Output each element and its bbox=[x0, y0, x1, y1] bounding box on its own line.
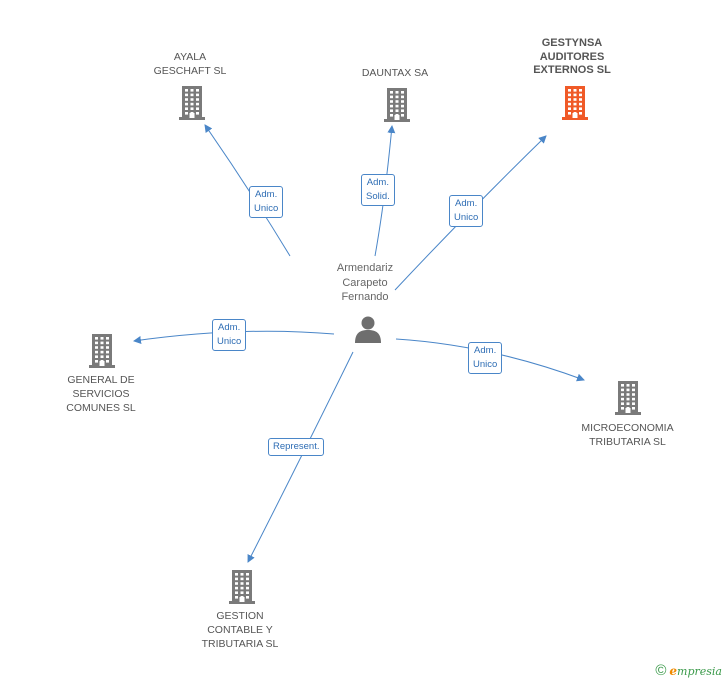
building-icon-gestion[interactable] bbox=[227, 570, 257, 604]
copyright-symbol: © bbox=[655, 662, 667, 679]
edge-label-ayala: Adm. Unico bbox=[249, 186, 284, 218]
edge-line-ayala bbox=[204, 124, 291, 257]
brand-logo-text: mpresia bbox=[677, 665, 722, 678]
building-icon-general[interactable] bbox=[87, 334, 117, 368]
person-icon[interactable] bbox=[353, 314, 383, 344]
building-icon-dauntax[interactable] bbox=[382, 88, 412, 122]
building-icon-gestynsa[interactable] bbox=[560, 86, 590, 120]
brand-logo-initial: e bbox=[669, 664, 678, 678]
company-label-general[interactable]: GENERAL DE SERVICIOS COMUNES SL bbox=[66, 374, 136, 414]
person-name-label[interactable]: Armendariz Carapeto Fernando bbox=[336, 262, 394, 303]
edge-label-gestynsa: Adm. Unico bbox=[449, 195, 484, 227]
company-label-gestynsa[interactable]: GESTYNSA AUDITORES EXTERNOS SL bbox=[533, 37, 611, 76]
edge-label-micro: Adm. Unico bbox=[468, 342, 503, 374]
company-label-dauntax[interactable]: DAUNTAX SA bbox=[361, 67, 429, 79]
building-icon-micro[interactable] bbox=[613, 381, 643, 415]
company-label-gestion[interactable]: GESTION CONTABLE Y TRIBUTARIA SL bbox=[201, 610, 279, 650]
copyright-mark: ©empresia bbox=[655, 662, 722, 679]
building-icon-ayala[interactable] bbox=[177, 86, 207, 120]
company-label-ayala[interactable]: AYALA GESCHAFT SL bbox=[153, 51, 227, 77]
edge-label-general: Adm. Unico bbox=[212, 319, 247, 351]
edge-line-gestion bbox=[247, 351, 354, 563]
company-label-micro[interactable]: MICROECONOMIA TRIBUTARIA SL bbox=[581, 422, 674, 448]
edge-label-dauntax: Adm. Solid. bbox=[361, 174, 395, 206]
edge-label-gestion: Represent. bbox=[268, 438, 325, 456]
